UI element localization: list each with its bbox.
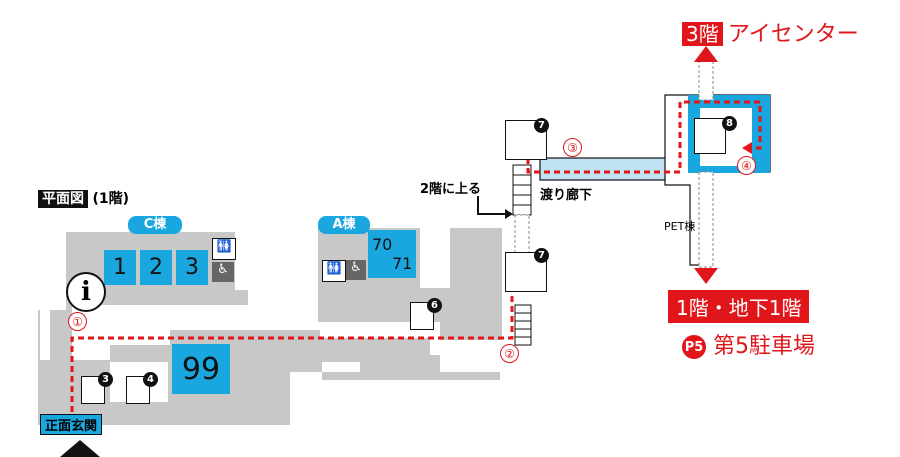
elevator-7-lower-number: 7 bbox=[534, 248, 549, 263]
information-icon: i bbox=[66, 272, 106, 312]
legend: 平面図 (1階) bbox=[38, 188, 129, 208]
corridor-label: 渡り廊下 bbox=[540, 188, 593, 203]
room-99: 99 bbox=[172, 344, 230, 394]
parking-destination: P5 第5駐車場 bbox=[682, 328, 815, 360]
legend-floor: (1階) bbox=[92, 191, 129, 207]
go-up-label: 2階に上る bbox=[420, 182, 482, 197]
elevator-7-upper-number: 7 bbox=[534, 118, 549, 133]
step-1: ① bbox=[68, 312, 87, 331]
room-3: 3 bbox=[176, 250, 208, 285]
top-floor: 3階 bbox=[682, 22, 723, 46]
room-1: 1 bbox=[104, 250, 136, 285]
elevator-icon bbox=[694, 118, 726, 154]
building-pet-label: PET棟 bbox=[664, 220, 696, 233]
elevator-8-number: 8 bbox=[722, 116, 737, 131]
accessible-icon: ♿ bbox=[212, 262, 234, 282]
restroom-icon: 🚻 bbox=[212, 238, 236, 260]
accessible-icon: ♿ bbox=[346, 260, 366, 280]
top-destination-name: アイセンター bbox=[727, 22, 859, 47]
route bbox=[70, 100, 762, 412]
restroom-icon: 🚻 bbox=[322, 260, 346, 282]
parking-name: 第5駐車場 bbox=[713, 334, 815, 359]
step-3: ③ bbox=[563, 138, 582, 157]
top-destination: 3階 アイセンター bbox=[682, 16, 859, 48]
pet-shaft bbox=[698, 59, 714, 268]
room-70: 70 bbox=[372, 235, 393, 254]
building-a-label: A棟 bbox=[318, 216, 370, 234]
entrance-arrow bbox=[60, 440, 100, 457]
room-71: 71 bbox=[392, 254, 413, 273]
step-4: ④ bbox=[737, 156, 756, 175]
direction-arrows bbox=[694, 46, 718, 284]
elevator-icon bbox=[81, 376, 105, 404]
legend-title: 平面図 bbox=[38, 190, 88, 208]
building-c-label: C棟 bbox=[128, 216, 182, 234]
elevator-4-number: 4 bbox=[143, 372, 158, 387]
parking-badge: P5 bbox=[682, 335, 706, 359]
bottom-floor: 1階・地下1階 bbox=[668, 290, 810, 323]
elevator-6-number: 6 bbox=[427, 298, 442, 313]
go-up-arrow bbox=[477, 196, 505, 215]
entrance-label: 正面玄関 bbox=[40, 414, 103, 435]
room-2: 2 bbox=[140, 250, 172, 285]
step-2: ② bbox=[500, 344, 519, 363]
room-70-71: 70 71 bbox=[368, 230, 416, 278]
elevator-3-number: 3 bbox=[98, 372, 113, 387]
stairs bbox=[512, 164, 532, 346]
elevator-icon bbox=[410, 302, 434, 330]
